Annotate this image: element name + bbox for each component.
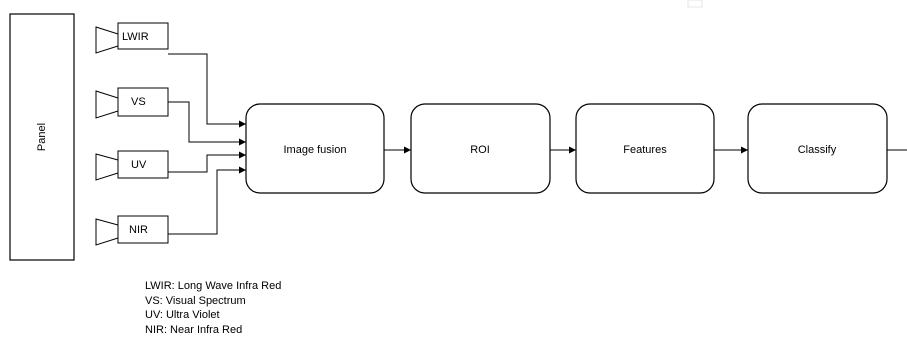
sensor-uv: UV [95,150,169,181]
block-image-fusion-label: Image fusion [284,144,347,156]
sensor-vs: VS [95,87,169,119]
panel: Panel [9,13,75,261]
connector-lwir [168,53,246,128]
sensor-lwir: LWIR [95,22,169,54]
block-features: Features [575,103,715,194]
sensor-uv-label: UV [131,159,147,171]
block-features-label: Features [623,144,667,156]
legend-item: LWIR: Long Wave Infra Red [145,280,282,292]
sensor-vs-label: VS [131,96,146,108]
top-artifact [687,0,703,8]
connector-nir [168,166,246,235]
block-roi-label: ROI [470,144,490,156]
sensor-nir-label: NIR [129,224,148,236]
legend-item: UV: Ultra Violet [145,309,220,321]
block-image-fusion: Image fusion [245,103,385,194]
sensor-lwir-label: LWIR [122,31,149,43]
connector-vs [168,101,246,146]
legend: LWIR: Long Wave Infra Red VS: Visual Spe… [145,279,281,337]
connector-uv [168,151,246,173]
legend-item: VS: Visual Spectrum [145,294,246,307]
sensor-nir: NIR [95,215,169,246]
block-classify-label: Classify [798,144,837,156]
block-roi: ROI [410,103,551,194]
block-classify: Classify [747,103,888,194]
legend-item: NIR: Near Infra Red [145,323,243,336]
panel-label: Panel [36,123,48,151]
